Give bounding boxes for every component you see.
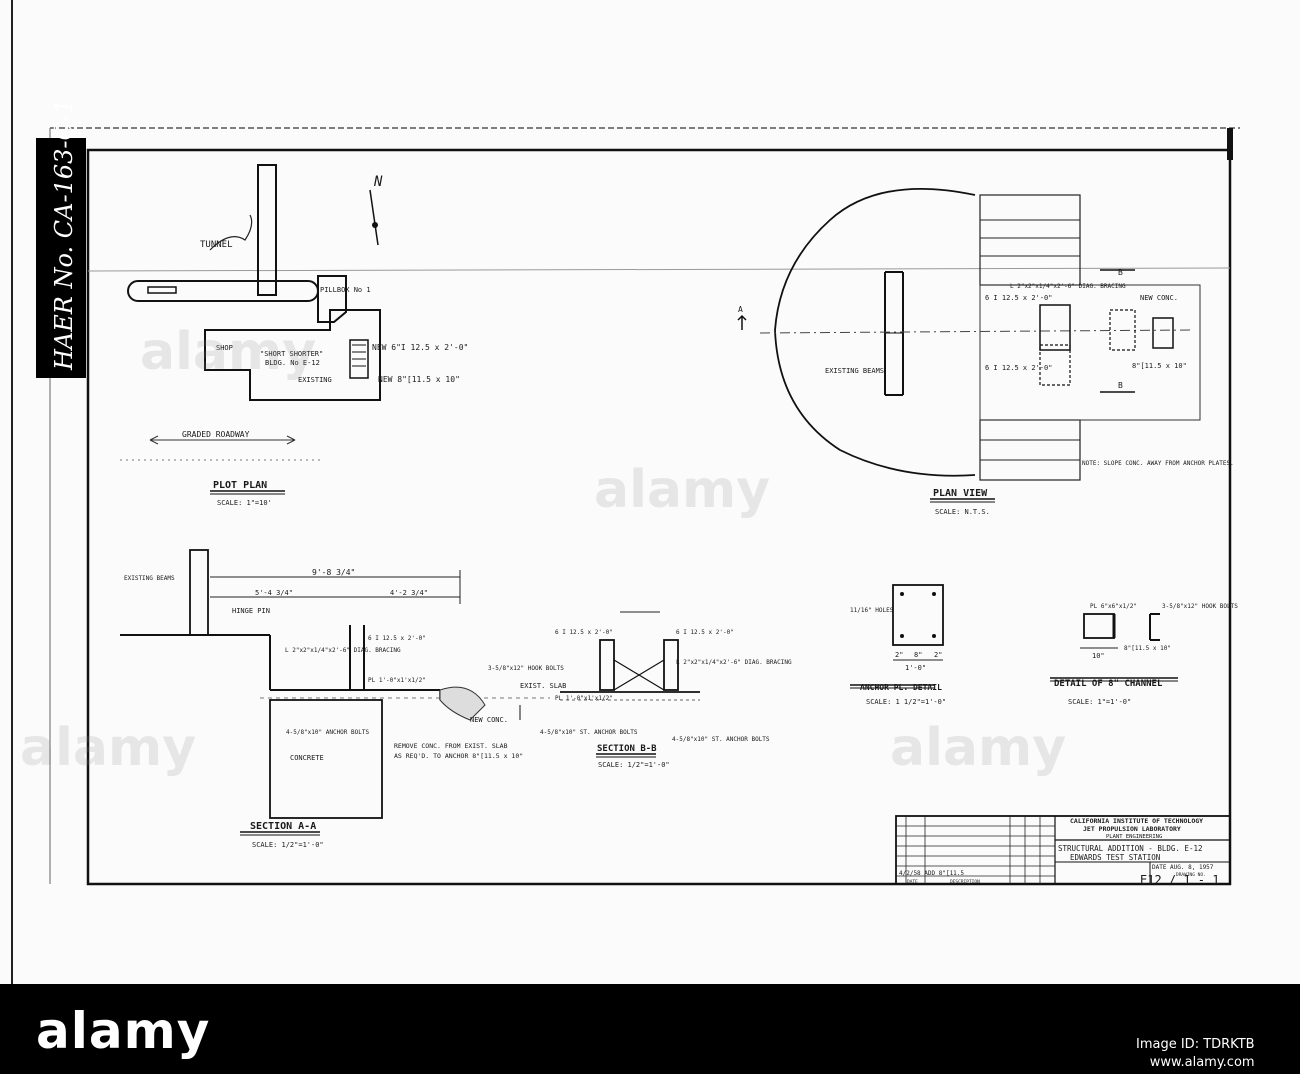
pillbox-label: PILLBOX No 1 bbox=[320, 286, 371, 294]
anchor-dim-b: 8" bbox=[914, 651, 922, 659]
crease-line bbox=[87, 267, 1231, 272]
channel-plate: PL 6"x6"x1/2" bbox=[1090, 603, 1137, 610]
plan-diag-bracing: L 2"x2"x1/4"x2'-6" DIAG. BRACING bbox=[1010, 283, 1126, 290]
inst-line-3: PLANT ENGINEERING bbox=[1106, 834, 1162, 840]
plan-view-scale: SCALE: N.T.S. bbox=[935, 508, 990, 516]
section-bb-scale: SCALE: 1/2"=1'-0" bbox=[598, 761, 670, 769]
channel-detail-scale: SCALE: 1"=1'-0" bbox=[1068, 698, 1131, 706]
blueprint-drawing: HAER No. CA-163-C-1 N TUNNEL PILLBOX No … bbox=[11, 0, 1240, 984]
svg-text:N: N bbox=[373, 174, 383, 190]
existing-label: EXISTING bbox=[298, 376, 332, 384]
bb-anchor-bolts-right: 4-5/8"x10" ST. ANCHOR BOLTS bbox=[672, 736, 770, 743]
plan-i-bottom: 6 I 12.5 x 2'-0" bbox=[985, 364, 1052, 372]
tunnel-label: TUNNEL bbox=[200, 240, 233, 250]
drawing-number: E12 / 1 - 1 bbox=[1140, 873, 1219, 887]
anchor-detail-title: ANCHOR PL. DETAIL bbox=[860, 683, 942, 692]
aa-remove-note-1: REMOVE CONC. FROM EXIST. SLAB bbox=[394, 742, 508, 750]
plan-channel: 8"[11.5 x 10" bbox=[1132, 362, 1187, 370]
north-arrow: N bbox=[369, 174, 383, 246]
new-channel-label: NEW 8"[11.5 x 10" bbox=[378, 375, 460, 384]
section-aa bbox=[120, 549, 550, 836]
inst-line-1: CALIFORNIA INSTITUTE OF TECHNOLOGY bbox=[1070, 817, 1203, 825]
inst-line-2: JET PROPULSION LABORATORY bbox=[1083, 825, 1181, 833]
roadway-label: GRADED ROADWAY bbox=[182, 430, 250, 439]
plot-plan-title: PLOT PLAN bbox=[213, 480, 267, 491]
drawing-border bbox=[86, 148, 1232, 886]
bb-plate: PL 1'-0"x1'x1/2" bbox=[555, 695, 613, 702]
drawing-title-1: STRUCTURAL ADDITION - BLDG. E-12 bbox=[1058, 844, 1203, 853]
aa-dim-left: 5'-4 3/4" bbox=[255, 589, 293, 597]
aa-new-conc: NEW CONC. bbox=[470, 716, 508, 724]
brand-logo: alamy bbox=[36, 1002, 211, 1060]
revision-entry: 4/2/58 ADD 8"[11.5 bbox=[899, 870, 964, 877]
footer-bar bbox=[0, 984, 1300, 1074]
plan-i-top: 6 I 12.5 x 2'-0" bbox=[985, 294, 1052, 302]
anchor-holes: 11/16" HOLES bbox=[850, 607, 894, 614]
section-b-top: B bbox=[1118, 268, 1123, 277]
drawing-no-label: DRAWING NO. bbox=[1176, 872, 1206, 878]
section-aa-title: SECTION A-A bbox=[250, 821, 316, 832]
haer-label-box bbox=[36, 138, 86, 378]
plan-note: NOTE: SLOPE CONC. AWAY FROM ANCHOR PLATE… bbox=[1082, 460, 1234, 467]
aa-diag-bracing: L 2"x2"x1/4"x2'-6" DIAG. BRACING bbox=[285, 647, 401, 654]
haer-label: HAER No. CA-163-C-1 bbox=[50, 99, 78, 371]
aa-remove-note-2: AS REQ'D. TO ANCHOR 8"[11.5 x 10" bbox=[394, 752, 523, 760]
aa-plate: PL 1'-0"x1'x1/2" bbox=[368, 677, 426, 684]
section-aa-scale: SCALE: 1/2"=1'-0" bbox=[252, 841, 324, 849]
aa-existing-beams: EXISTING BEAMS bbox=[124, 575, 175, 582]
anchor-dim-a: 2" bbox=[895, 651, 903, 659]
plan-new-conc: NEW CONC. bbox=[1140, 294, 1178, 302]
blueprint-sheet: HAER No. CA-163-C-1 N TUNNEL PILLBOX No … bbox=[11, 0, 1240, 984]
aa-concrete: CONCRETE bbox=[290, 754, 324, 762]
anchor-dim-c: 2" bbox=[934, 651, 942, 659]
new-i-label: NEW 6"I 12.5 x 2'-0" bbox=[372, 343, 468, 352]
anchor-detail-scale: SCALE: 1 1/2"=1'-0" bbox=[866, 698, 946, 706]
section-bb-title: SECTION B-B bbox=[597, 744, 657, 754]
aa-dim-total: 9'-8 3/4" bbox=[312, 568, 355, 577]
plan-view bbox=[737, 187, 1201, 503]
col-date: DATE bbox=[907, 879, 918, 885]
aa-anchor-bolts: 4-5/8"x10" ANCHOR BOLTS bbox=[286, 729, 369, 736]
bb-i-left: 6 I 12.5 x 2'-0" bbox=[555, 629, 613, 636]
drawing-title-2: EDWARDS TEST STATION bbox=[1070, 853, 1160, 862]
short-shorter-label: "SHORT SHORTER" bbox=[260, 350, 323, 358]
channel-dim: 10" bbox=[1092, 652, 1105, 660]
stock-info: Image ID: TDRKTB www.alamy.com bbox=[1136, 1036, 1255, 1072]
shop-label: SHOP bbox=[216, 344, 233, 352]
channel-hook-bolts: 3-5/8"x12" HOOK BOLTS bbox=[1162, 603, 1238, 610]
image-id: Image ID: TDRKTB bbox=[1136, 1037, 1255, 1052]
section-bb bbox=[560, 611, 700, 758]
col-description: DESCRIPTION bbox=[950, 879, 980, 885]
plan-existing-beams: EXISTING BEAMS bbox=[825, 367, 884, 375]
aa-exist-slab: EXIST. SLAB bbox=[520, 682, 566, 690]
aa-dim-right: 4'-2 3/4" bbox=[390, 589, 428, 597]
channel-detail bbox=[1050, 613, 1178, 682]
section-a-marker: A bbox=[738, 305, 743, 314]
aa-hinge-pin: HINGE PIN bbox=[232, 607, 270, 615]
plot-plan-scale: SCALE: 1"=10' bbox=[217, 499, 272, 507]
drawing-date: DATE AUG. 8, 1957 bbox=[1152, 864, 1214, 871]
channel-detail-title: DETAIL OF 8" CHANNEL bbox=[1054, 679, 1163, 689]
bldg-label: BLDG. No E-12 bbox=[265, 359, 320, 367]
aa-i-beam: 6 I 12.5 x 2'-0" bbox=[368, 635, 426, 642]
section-b-bottom: B bbox=[1118, 381, 1123, 390]
plan-view-title: PLAN VIEW bbox=[933, 488, 988, 499]
bb-diag-bracing: L 2"x2"x1/4"x2'-6" DIAG. BRACING bbox=[676, 659, 792, 666]
bb-i-right: 6 I 12.5 x 2'-0" bbox=[676, 629, 734, 636]
bb-anchor-bolts-left: 4-5/8"x10" ST. ANCHOR BOLTS bbox=[540, 729, 638, 736]
channel-size: 8"[11.5 x 10" bbox=[1124, 645, 1171, 652]
aa-hook-bolts: 3-5/8"x12" HOOK BOLTS bbox=[488, 665, 564, 672]
title-block bbox=[895, 815, 1231, 885]
plot-plan: N bbox=[120, 164, 383, 495]
site-url: www.alamy.com bbox=[1149, 1055, 1255, 1070]
anchor-detail bbox=[850, 584, 944, 689]
anchor-dim-total: 1'-0" bbox=[905, 664, 926, 672]
